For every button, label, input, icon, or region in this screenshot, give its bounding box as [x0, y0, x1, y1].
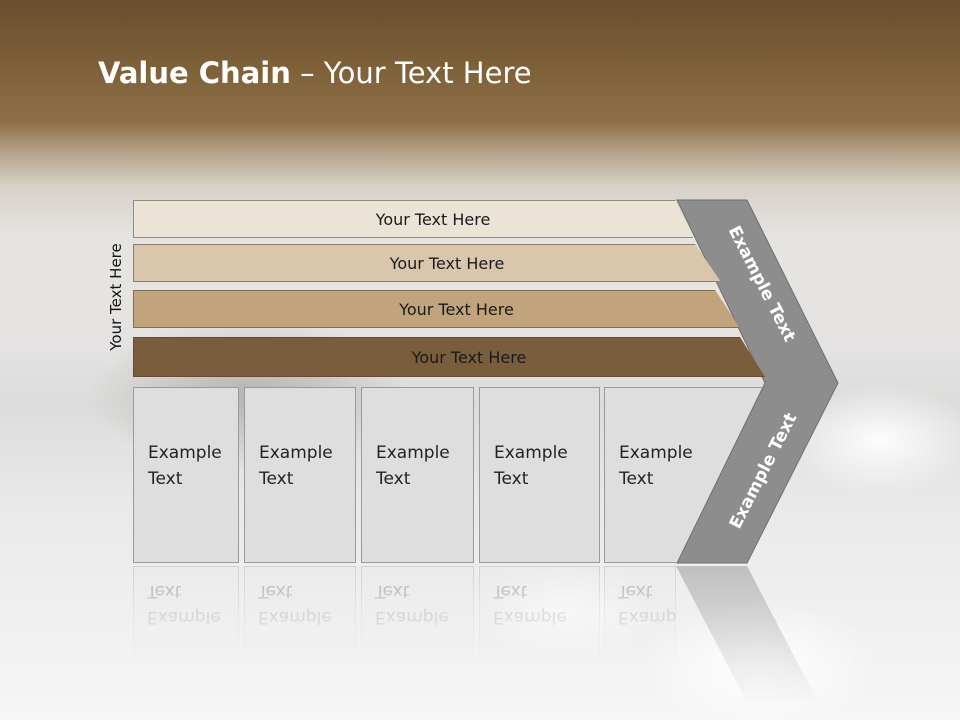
band-1[interactable]: Your Text Here — [133, 200, 693, 238]
band-3[interactable]: Your Text Here — [133, 290, 740, 328]
band-label: Your Text Here — [389, 253, 505, 273]
column-reflection: Example Text — [361, 566, 474, 696]
band-2[interactable]: Your Text Here — [133, 244, 721, 282]
column-5[interactable]: Example Text — [604, 387, 762, 563]
column-reflection: Example Text — [244, 566, 356, 696]
chevron-reflection — [676, 566, 820, 706]
column-label: Example Text — [619, 443, 693, 489]
band-label: Your Text Here — [375, 209, 491, 229]
column-1[interactable]: Example Text — [133, 387, 239, 563]
column-reflection: Example Text — [479, 566, 600, 696]
column-reflection: Example Text — [604, 566, 676, 696]
band-label: Your Text Here — [399, 299, 514, 319]
column-4[interactable]: Example Text — [479, 387, 600, 563]
column-2[interactable]: Example Text — [244, 387, 356, 563]
column-label: Example Text — [376, 443, 450, 489]
column-label: Example Text — [259, 443, 333, 489]
band-label: Your Text Here — [411, 347, 527, 367]
column-label: Example Text — [148, 443, 222, 489]
column-reflection: Example Text — [133, 566, 239, 696]
vertical-side-label[interactable]: Your Text Here — [107, 243, 125, 351]
slide-title[interactable]: Value Chain – Your Text Here — [98, 56, 532, 90]
band-4[interactable]: Your Text Here — [133, 337, 765, 377]
column-label: Example Text — [494, 443, 568, 489]
column-3[interactable]: Example Text — [361, 387, 474, 563]
title-rest: – Your Text Here — [290, 56, 532, 90]
title-bold: Value Chain — [98, 56, 291, 90]
